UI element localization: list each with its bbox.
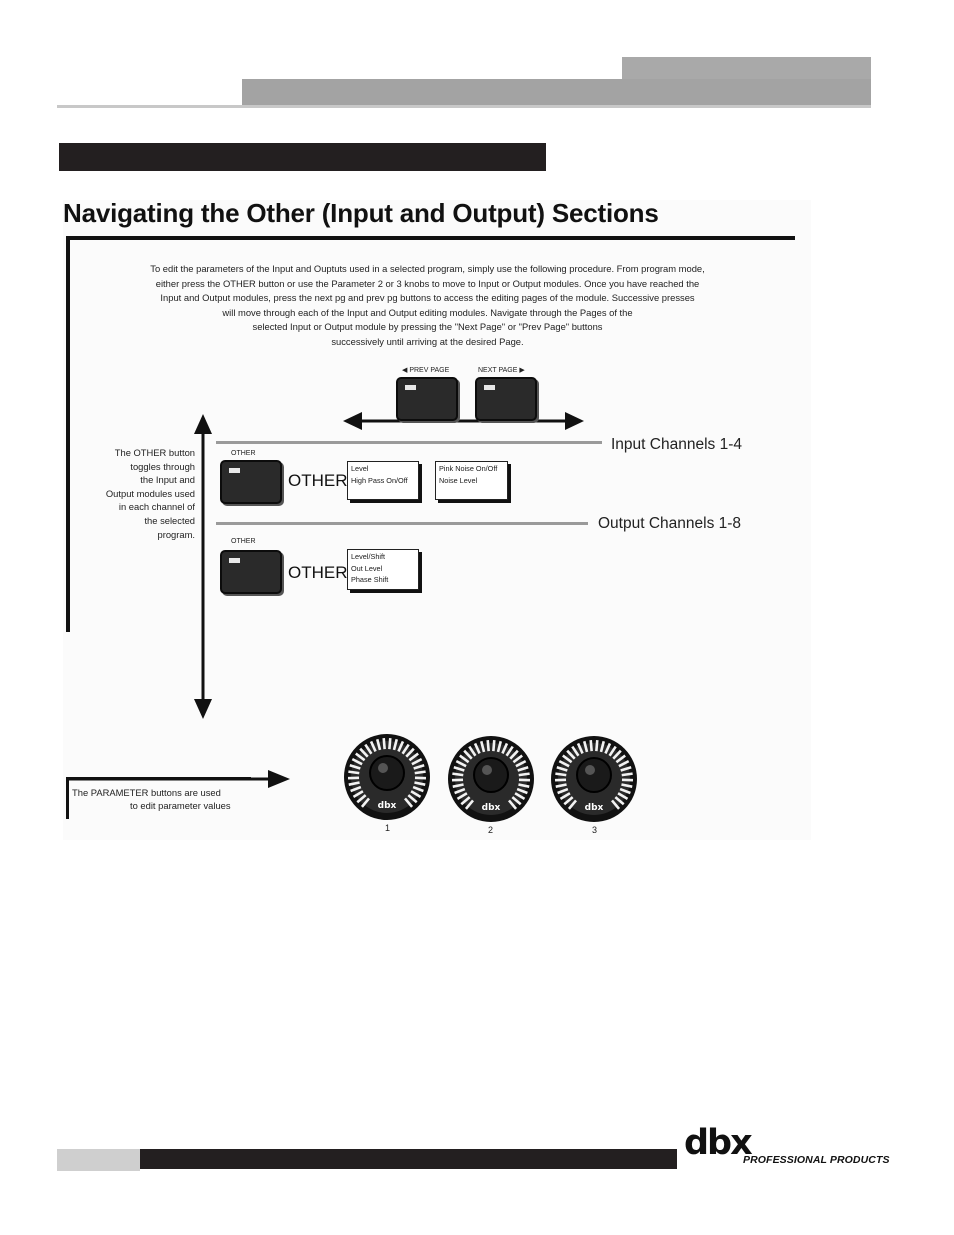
output-module-level-shift: Level/Shift Out Level Phase Shift — [347, 549, 419, 590]
output-other-label: OTHER — [288, 563, 348, 583]
parameter-knob-2[interactable]: dbx — [446, 734, 536, 829]
input-module-noise: Pink Noise On/Off Noise Level — [435, 461, 508, 500]
logo-tagline: PROFESSIONAL PRODUCTS — [743, 1154, 890, 1166]
knob-tick — [415, 772, 426, 774]
note-line: The PARAMETER buttons are used — [72, 786, 252, 799]
knob-tick — [452, 774, 463, 776]
output-rule — [216, 522, 588, 525]
footer-page-tab — [57, 1149, 140, 1171]
module-item: Noise Level — [439, 475, 504, 487]
knob-brand-label: dbx — [482, 803, 501, 813]
note-line: The OTHER button — [70, 446, 195, 460]
knob-tick — [348, 772, 359, 774]
knob-cap — [474, 758, 508, 792]
note-line: the Input and — [70, 473, 195, 487]
module-item: Out Level — [351, 563, 415, 575]
output-other-caption: OTHER — [231, 538, 256, 545]
knob-highlight — [585, 765, 595, 775]
input-channels-label: Input Channels 1-4 — [611, 436, 742, 454]
knob-brand-label: dbx — [585, 803, 604, 813]
knob-tick — [596, 740, 597, 751]
parameter-note: The PARAMETER buttons are used to edit p… — [72, 786, 252, 812]
input-other-label: OTHER — [288, 471, 348, 491]
knob-tick — [519, 774, 530, 776]
dbx-logo: dbx — [684, 1126, 751, 1161]
module-item: Pink Noise On/Off — [439, 463, 504, 475]
output-channels-label: Output Channels 1-8 — [598, 515, 741, 533]
input-rule — [216, 441, 602, 444]
module-item: High Pass On/Off — [351, 475, 415, 487]
knob-number: 1 — [385, 823, 390, 833]
knob-highlight — [378, 763, 388, 773]
prev-page-caption: ◀ PREV PAGE — [402, 366, 449, 374]
module-item: Level — [351, 463, 415, 475]
next-page-caption: NEXT PAGE ▶ — [478, 366, 525, 374]
horizontal-double-arrow — [343, 412, 584, 430]
input-module-level: Level High Pass On/Off — [347, 461, 419, 500]
module-item: Level/Shift — [351, 551, 415, 563]
parameter-knob-1[interactable]: dbx — [342, 732, 432, 827]
knob-brand-label: dbx — [378, 801, 397, 811]
knob-tick — [389, 738, 390, 749]
prev-page-button[interactable] — [396, 377, 458, 421]
output-other-button[interactable] — [220, 550, 282, 594]
note-line: toggles through — [70, 460, 195, 474]
knob-cap — [577, 758, 611, 792]
knob-tick — [622, 774, 633, 776]
note-line: Output modules used — [70, 487, 195, 501]
knob-highlight — [482, 765, 492, 775]
vertical-double-arrow — [194, 414, 212, 719]
note-line: to edit parameter values — [72, 799, 252, 812]
input-other-caption: OTHER — [231, 450, 256, 457]
note-line: program. — [70, 528, 195, 542]
knob-number: 3 — [592, 825, 597, 835]
knob-tick — [555, 774, 566, 776]
button-led — [484, 385, 495, 390]
knob-tick — [493, 740, 494, 751]
button-led — [229, 468, 240, 473]
knob-tick — [591, 740, 592, 751]
note-line: the selected — [70, 514, 195, 528]
input-other-button[interactable] — [220, 460, 282, 504]
button-led — [229, 558, 240, 563]
note-line: in each channel of — [70, 500, 195, 514]
parameter-knob-3[interactable]: dbx — [549, 734, 639, 829]
knob-cap — [370, 756, 404, 790]
next-page-button[interactable] — [475, 377, 537, 421]
knob-tick — [488, 740, 489, 751]
knob-number: 2 — [488, 825, 493, 835]
button-led — [405, 385, 416, 390]
footer-bar — [140, 1149, 677, 1169]
module-item: Phase Shift — [351, 574, 415, 586]
knob-tick — [384, 738, 385, 749]
other-button-note: The OTHER button toggles through the Inp… — [70, 446, 195, 541]
